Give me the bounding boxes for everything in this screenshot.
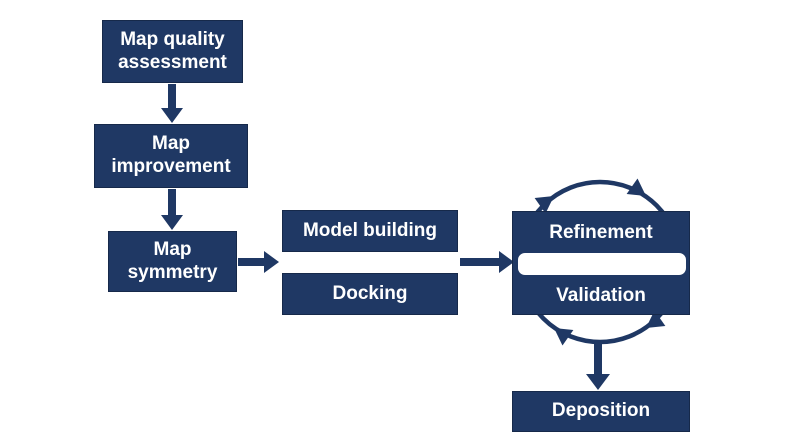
- node-refinement: Refinement: [513, 212, 689, 253]
- node-label: Docking: [332, 282, 408, 304]
- cycle-arrowhead-top-right-icon: [626, 178, 646, 196]
- node-validation: Validation: [513, 275, 689, 316]
- arrow-map-quality-to-map-improvement-icon: [161, 84, 183, 123]
- refinement-validation-divider: [518, 253, 686, 275]
- node-label-line: Map: [153, 238, 192, 260]
- arrow-map-improvement-to-map-symmetry-icon: [161, 189, 183, 230]
- node-label-line: improvement: [111, 156, 231, 177]
- node-label: Refinement: [549, 221, 653, 243]
- node-deposition: Deposition: [512, 391, 690, 432]
- cycle-arrowhead-bottom-left-icon: [554, 328, 574, 346]
- node-map-improvement: Map improvement: [94, 124, 248, 188]
- node-docking: Docking: [282, 273, 458, 315]
- node-label-line: symmetry: [127, 261, 218, 283]
- node-label: Validation: [556, 284, 646, 306]
- arrow-validation-to-deposition-icon: [586, 340, 610, 390]
- cycle-arrowhead-top-left-icon: [534, 196, 554, 214]
- node-label: Deposition: [551, 400, 651, 422]
- node-label-line: Map: [152, 133, 190, 155]
- node-model-building: Model building: [282, 210, 458, 252]
- arrow-model-building-to-refinement-icon: [460, 251, 514, 273]
- arrow-map-symmetry-to-model-building-icon: [238, 251, 279, 273]
- node-label-line: assessment: [118, 51, 227, 73]
- node-map-quality-assessment: Map quality assessment: [102, 20, 243, 83]
- node-refinement-validation-group: Refinement Validation: [512, 211, 690, 315]
- node-label: Model building: [302, 219, 438, 241]
- cycle-arrowhead-bottom-right-icon: [646, 310, 666, 328]
- node-map-symmetry: Map symmetry: [108, 231, 237, 292]
- node-label-line: Map quality: [120, 28, 225, 50]
